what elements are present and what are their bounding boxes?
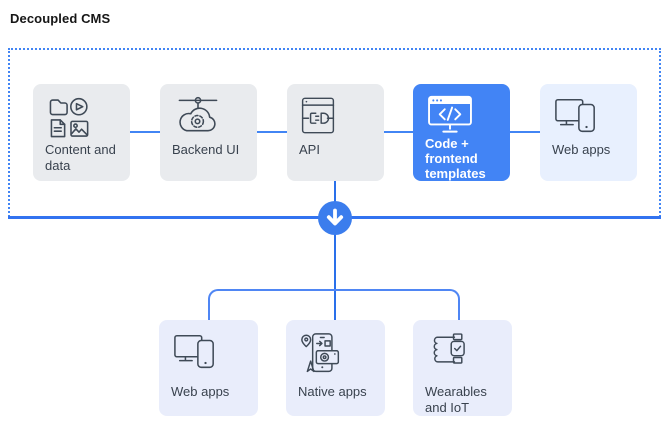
clients-branch-connector xyxy=(208,289,460,320)
connector-line xyxy=(384,131,413,133)
node-wearables-iot: Wearables and IoT xyxy=(413,320,512,416)
node-code-frontend-templates: Code + frontend templates xyxy=(413,84,510,181)
cms-group-border xyxy=(8,48,661,217)
arrow-down-icon xyxy=(318,201,352,235)
node-api: API xyxy=(287,84,384,181)
code-templates-icon xyxy=(425,94,498,134)
api-icon xyxy=(299,94,372,140)
wearables-iot-icon xyxy=(425,330,500,380)
native-apps-icon xyxy=(298,330,373,380)
page-title: Decoupled CMS xyxy=(10,11,111,26)
node-content-and-data: Content and data xyxy=(33,84,130,181)
node-label: Backend UI xyxy=(172,142,240,157)
connector-line xyxy=(510,131,540,133)
content-data-icon xyxy=(45,94,118,140)
node-backend-ui: Backend UI xyxy=(160,84,257,181)
node-label: Native apps xyxy=(298,384,367,399)
node-label: Web apps xyxy=(552,142,611,157)
node-web-apps-cms: Web apps xyxy=(540,84,637,181)
node-label: Code + frontend templates xyxy=(425,136,486,181)
node-native-apps: Native apps xyxy=(286,320,385,416)
web-apps-icon xyxy=(552,94,625,140)
node-label: Web apps xyxy=(171,384,230,399)
node-label: Content and data xyxy=(45,142,116,173)
connector-line xyxy=(257,131,287,133)
backend-ui-icon xyxy=(172,94,245,140)
node-label: API xyxy=(299,142,320,157)
api-to-clients-line xyxy=(334,181,336,320)
node-label: Wearables and IoT xyxy=(425,384,487,415)
node-web-apps-client: Web apps xyxy=(159,320,258,416)
web-apps-icon xyxy=(171,330,246,380)
connector-line xyxy=(130,131,160,133)
